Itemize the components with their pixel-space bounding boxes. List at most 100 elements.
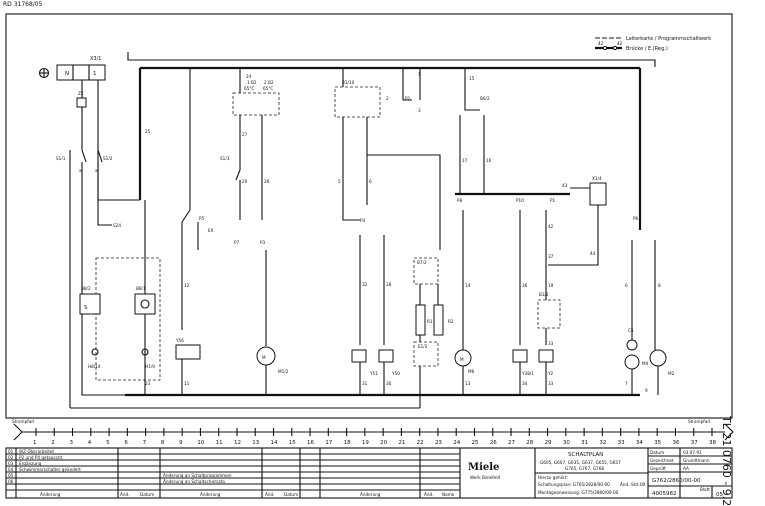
wire-to-b7 — [367, 154, 441, 250]
checked-label: Geprüft — [650, 466, 666, 471]
col-index-3: Änd. — [424, 492, 434, 497]
path-number: 8 — [161, 440, 165, 446]
b8-1-sensor — [134, 293, 156, 315]
y51-valve — [351, 349, 367, 363]
svg-text:9: 9 — [645, 388, 648, 393]
m4-motor — [624, 354, 640, 370]
svg-text:43: 43 — [562, 183, 568, 188]
label-s1-2: S1/2 — [103, 156, 113, 161]
z2-filter — [76, 97, 87, 108]
b1-10-box — [334, 86, 381, 118]
wire-28 — [235, 115, 241, 181]
svg-text:33: 33 — [548, 341, 554, 346]
path-number: 1 — [33, 440, 37, 446]
models-line2: G765, G767, G768 — [565, 466, 604, 471]
label-b2-1: 1 B2 — [247, 80, 257, 85]
terminal-n: N — [65, 71, 69, 77]
svg-text:30: 30 — [386, 381, 392, 386]
path-number: 32 — [599, 440, 606, 446]
contact-a-2: a — [95, 168, 98, 173]
label-x3-1: X3/1 — [90, 56, 101, 62]
col-date-2: Datum — [284, 492, 298, 497]
schematic-ref: Schaltungsplan: G765/2828/00-00 — [538, 482, 610, 487]
date-label: Datum — [650, 450, 664, 455]
revision-no: 05 — [8, 473, 14, 478]
terminal-l1: 1 — [93, 71, 97, 77]
path-number: 15 — [289, 440, 296, 446]
svg-text:28: 28 — [386, 282, 392, 287]
path-number: 21 — [398, 440, 405, 446]
label-y50: Y50 — [391, 371, 400, 376]
svg-text:44: 44 — [590, 251, 596, 256]
change-value: 00 — [640, 482, 646, 487]
col-change-1: Änderung — [40, 492, 61, 497]
drawn-label: Gezeichnet — [650, 458, 674, 463]
path-number: 22 — [417, 440, 424, 446]
label-y2: Y2 — [547, 371, 554, 376]
y2-valve — [538, 349, 554, 363]
e1-2-box — [413, 341, 439, 367]
label-m2: M2 — [668, 371, 675, 376]
svg-text:7: 7 — [625, 381, 628, 386]
y38-1-valve — [512, 349, 528, 363]
models-line1: G605, G607, G635, G637, G655, G657 — [540, 460, 621, 465]
svg-text:36: 36 — [522, 283, 528, 288]
legend-line2: Brücke / E.(Reg.) — [626, 46, 668, 52]
label-y56: Y56 — [175, 338, 184, 343]
col-index-2: Änd. — [265, 492, 275, 497]
revision-text: P2 und P4 getauscht — [19, 455, 63, 460]
m1-2-motor — [256, 346, 276, 366]
svg-text:M: M — [262, 355, 266, 360]
svg-text:8: 8 — [658, 283, 661, 288]
b2-box — [232, 92, 280, 116]
path-number: 37 — [691, 440, 698, 446]
revision-no: 01 — [8, 449, 14, 454]
path-number: 38 — [709, 440, 716, 446]
label-p7: P7 — [234, 240, 240, 245]
path-number: 28 — [526, 440, 533, 446]
current-path-right: Strompfad — [688, 419, 710, 424]
svg-text:13: 13 — [465, 381, 471, 386]
x1-4-connector — [589, 182, 607, 206]
path-number: 6 — [124, 440, 128, 446]
svg-text:1: 1 — [418, 72, 421, 77]
wire-labels: 24 25 27 20 26 5 6 1 15 17 16 12 32 28 1… — [145, 72, 661, 393]
svg-text:2: 2 — [386, 96, 389, 101]
label-s24: S24 — [113, 223, 121, 228]
path-number: 11 — [216, 440, 223, 446]
path-number: 3 — [70, 440, 74, 446]
y56-coil — [175, 344, 201, 360]
label-b2-1-temp: 65°C — [244, 86, 254, 91]
label-m6: M6 — [468, 369, 475, 374]
svg-text:17: 17 — [462, 158, 468, 163]
wire-to-s24 — [97, 162, 112, 226]
svg-text:11: 11 — [184, 381, 190, 386]
label-h8-14: H8/14 — [88, 364, 101, 369]
path-number: 2 — [51, 440, 55, 446]
label-b7-2: B7/2 — [417, 260, 427, 265]
path-number: 20 — [380, 440, 387, 446]
label-b1-10: B1/10 — [342, 80, 355, 85]
legend-tag-a: 42 — [598, 41, 604, 46]
path-number: 4 — [88, 440, 92, 446]
miele-logo: Miele — [468, 462, 499, 473]
label-s1-3: S1/3 — [220, 156, 230, 161]
label-r1: R1 — [427, 319, 433, 324]
svg-text:24: 24 — [246, 74, 252, 79]
label-x1-4: X1/4 — [592, 176, 602, 181]
revision-no: 04 — [8, 467, 14, 472]
legend: Leiterkarte / Programmschaltwerk 42 42 B… — [595, 36, 711, 52]
label-b8-1: B8/1 — [136, 286, 146, 291]
drawn-value: Grundtmann — [683, 458, 710, 463]
svg-text:37: 37 — [548, 254, 554, 259]
label-b2-2: 2 B2 — [264, 80, 274, 85]
path-number: 35 — [654, 440, 661, 446]
col-change-3: Änderung — [360, 492, 381, 497]
label-p8: P8 — [457, 198, 463, 203]
svg-text:42: 42 — [548, 224, 554, 229]
revision-no: 02 — [8, 455, 14, 460]
col-name-3: Name — [442, 492, 455, 497]
path-number: 9 — [179, 440, 183, 446]
label-p10: P10 — [516, 198, 524, 203]
top-bus-thin — [127, 52, 656, 67]
